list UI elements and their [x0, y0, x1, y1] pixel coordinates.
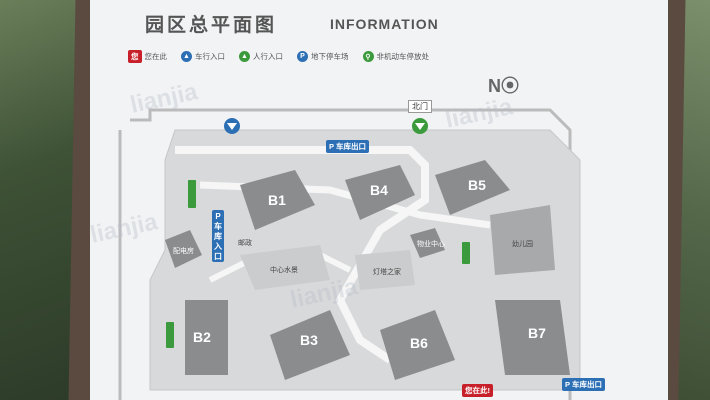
site-map: B1 B4 B5 B2 B3 B6 B7 [118, 108, 581, 400]
legend-item-pedestrian-entrance: ▲ 人行入口 [239, 51, 283, 62]
board-title: 园区总平面图 [145, 15, 278, 36]
building-b6-label: B6 [410, 335, 428, 351]
vehicle-entrance-arrow-icon [227, 123, 237, 130]
site-plan-board: 园区总平面图 INFORMATION 您 您在此 ▲ 车行入口 ▲ 人行入口 P… [90, 0, 668, 400]
building-b1[interactable]: B1 [240, 170, 315, 230]
legend-item-parking: P 地下停车场 [297, 51, 349, 62]
kindergarten-label: 幼儿园 [512, 239, 533, 248]
building-b3[interactable]: B3 [270, 310, 350, 380]
internal-path [175, 146, 429, 364]
bicycle-parking-spot-2 [462, 242, 470, 264]
building-b6[interactable]: B6 [380, 310, 455, 380]
vehicle-entrance-icon: ▲ [181, 51, 192, 62]
north-arrow-icon: N⦿ [488, 76, 519, 96]
service-building[interactable]: 配电房 [165, 230, 202, 268]
bicycle-parking-spot-1 [188, 180, 196, 208]
property-building-label: 物业中心 [417, 239, 445, 248]
kindergarten[interactable]: 幼儿园 [490, 205, 555, 275]
center-water-label: 中心水景 [270, 265, 298, 274]
building-b3-label: B3 [300, 332, 318, 348]
center-water-feature[interactable]: 中心水景 [240, 245, 330, 290]
legend-item-you-are-here: 您 您在此 [128, 50, 167, 63]
building-b4[interactable]: B4 [345, 165, 415, 220]
building-b1-label: B1 [268, 192, 286, 208]
building-b2-label: B2 [193, 329, 211, 345]
lantern-house[interactable]: 灯塔之家 [355, 250, 415, 290]
building-b5[interactable]: B5 [435, 160, 510, 215]
parking-icon: P [297, 51, 308, 62]
building-b4-label: B4 [370, 182, 388, 198]
north-gate-label: 北门 [408, 100, 432, 113]
building-b2[interactable]: B2 [185, 300, 228, 375]
legend: 您 您在此 ▲ 车行入口 ▲ 人行入口 P 地下停车场 ⚲ 非机动车停放处 [128, 50, 429, 63]
lantern-house-label: 灯塔之家 [373, 267, 401, 276]
building-b7-label: B7 [528, 325, 546, 341]
building-b5-label: B5 [468, 177, 486, 193]
legend-item-bicycle-parking: ⚲ 非机动车停放处 [362, 51, 429, 62]
building-b7[interactable]: B7 [495, 300, 570, 375]
service-building-label: 配电房 [173, 246, 194, 255]
legend-item-vehicle-entrance: ▲ 车行入口 [181, 51, 225, 62]
bicycle-parking-spot-3 [166, 322, 174, 348]
property-building[interactable]: 物业中心 [410, 228, 445, 258]
bicycle-parking-icon: ⚲ [362, 51, 374, 62]
you-are-here-marker[interactable]: 您在此! [462, 384, 493, 397]
pedestrian-entrance-arrow-icon [415, 123, 425, 130]
garage-exit-top-tag[interactable]: P 车库出口 [326, 140, 369, 153]
garage-entrance-tag[interactable]: P 车库入口 [212, 210, 224, 262]
board-subtitle: INFORMATION [330, 16, 439, 32]
garage-exit-bottom-tag[interactable]: P 车库出口 [562, 378, 605, 391]
newsroom-label: 邮政 [238, 238, 252, 247]
pedestrian-entrance-icon: ▲ [239, 51, 250, 62]
you-are-here-icon: 您 [128, 50, 142, 63]
